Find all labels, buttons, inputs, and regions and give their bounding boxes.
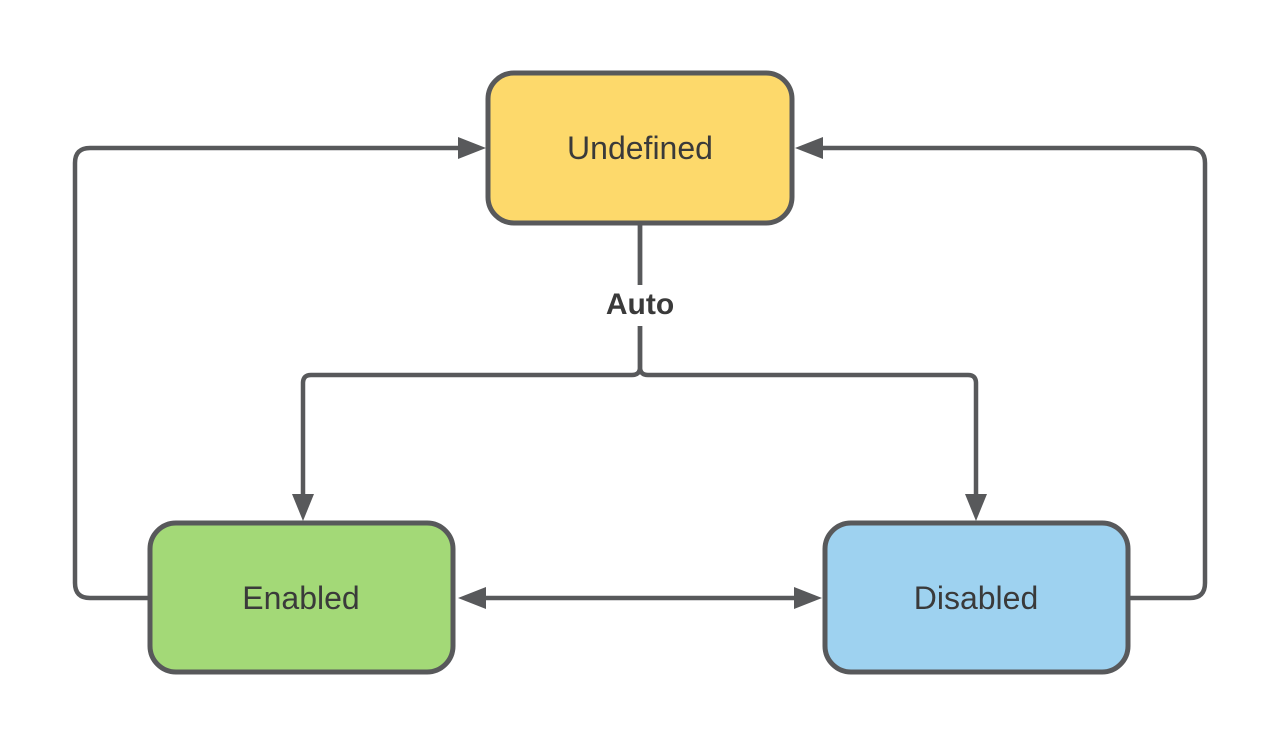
arrowhead-down-disabled [965, 494, 987, 521]
arrowhead-right-disabled [794, 587, 822, 609]
node-disabled-label: Disabled [914, 580, 1039, 616]
node-enabled: Enabled [147, 520, 456, 675]
arrowhead-left-undefined [795, 137, 823, 159]
edge-undefined-to-disabled-path [637, 225, 979, 496]
edge-enabled-to-undefined-path [72, 145, 460, 601]
node-undefined: Undefined [485, 70, 795, 226]
arrowhead-down-enabled [292, 494, 314, 521]
node-undefined-label: Undefined [567, 130, 713, 166]
edge-disabled-to-undefined-path [821, 145, 1208, 601]
arrowhead-left-enabled [458, 587, 486, 609]
edge-label-auto: Auto [606, 288, 674, 321]
node-disabled-shape [822, 520, 1131, 675]
node-disabled: Disabled [822, 520, 1131, 675]
edge-enabled-disabled-bidirectional [458, 587, 822, 609]
edge-label-auto-background [599, 285, 681, 326]
edge-undefined-to-enabled-path [300, 225, 643, 496]
node-enabled-label: Enabled [242, 580, 359, 616]
edge-undefined-to-disabled [637, 225, 987, 521]
edge-disabled-to-undefined [795, 137, 1208, 601]
edge-undefined-to-enabled [292, 225, 643, 521]
arrowhead-right-undefined [458, 137, 486, 159]
node-enabled-shape [147, 520, 456, 675]
node-undefined-shape [485, 70, 795, 226]
edge-enabled-to-undefined [72, 137, 486, 601]
